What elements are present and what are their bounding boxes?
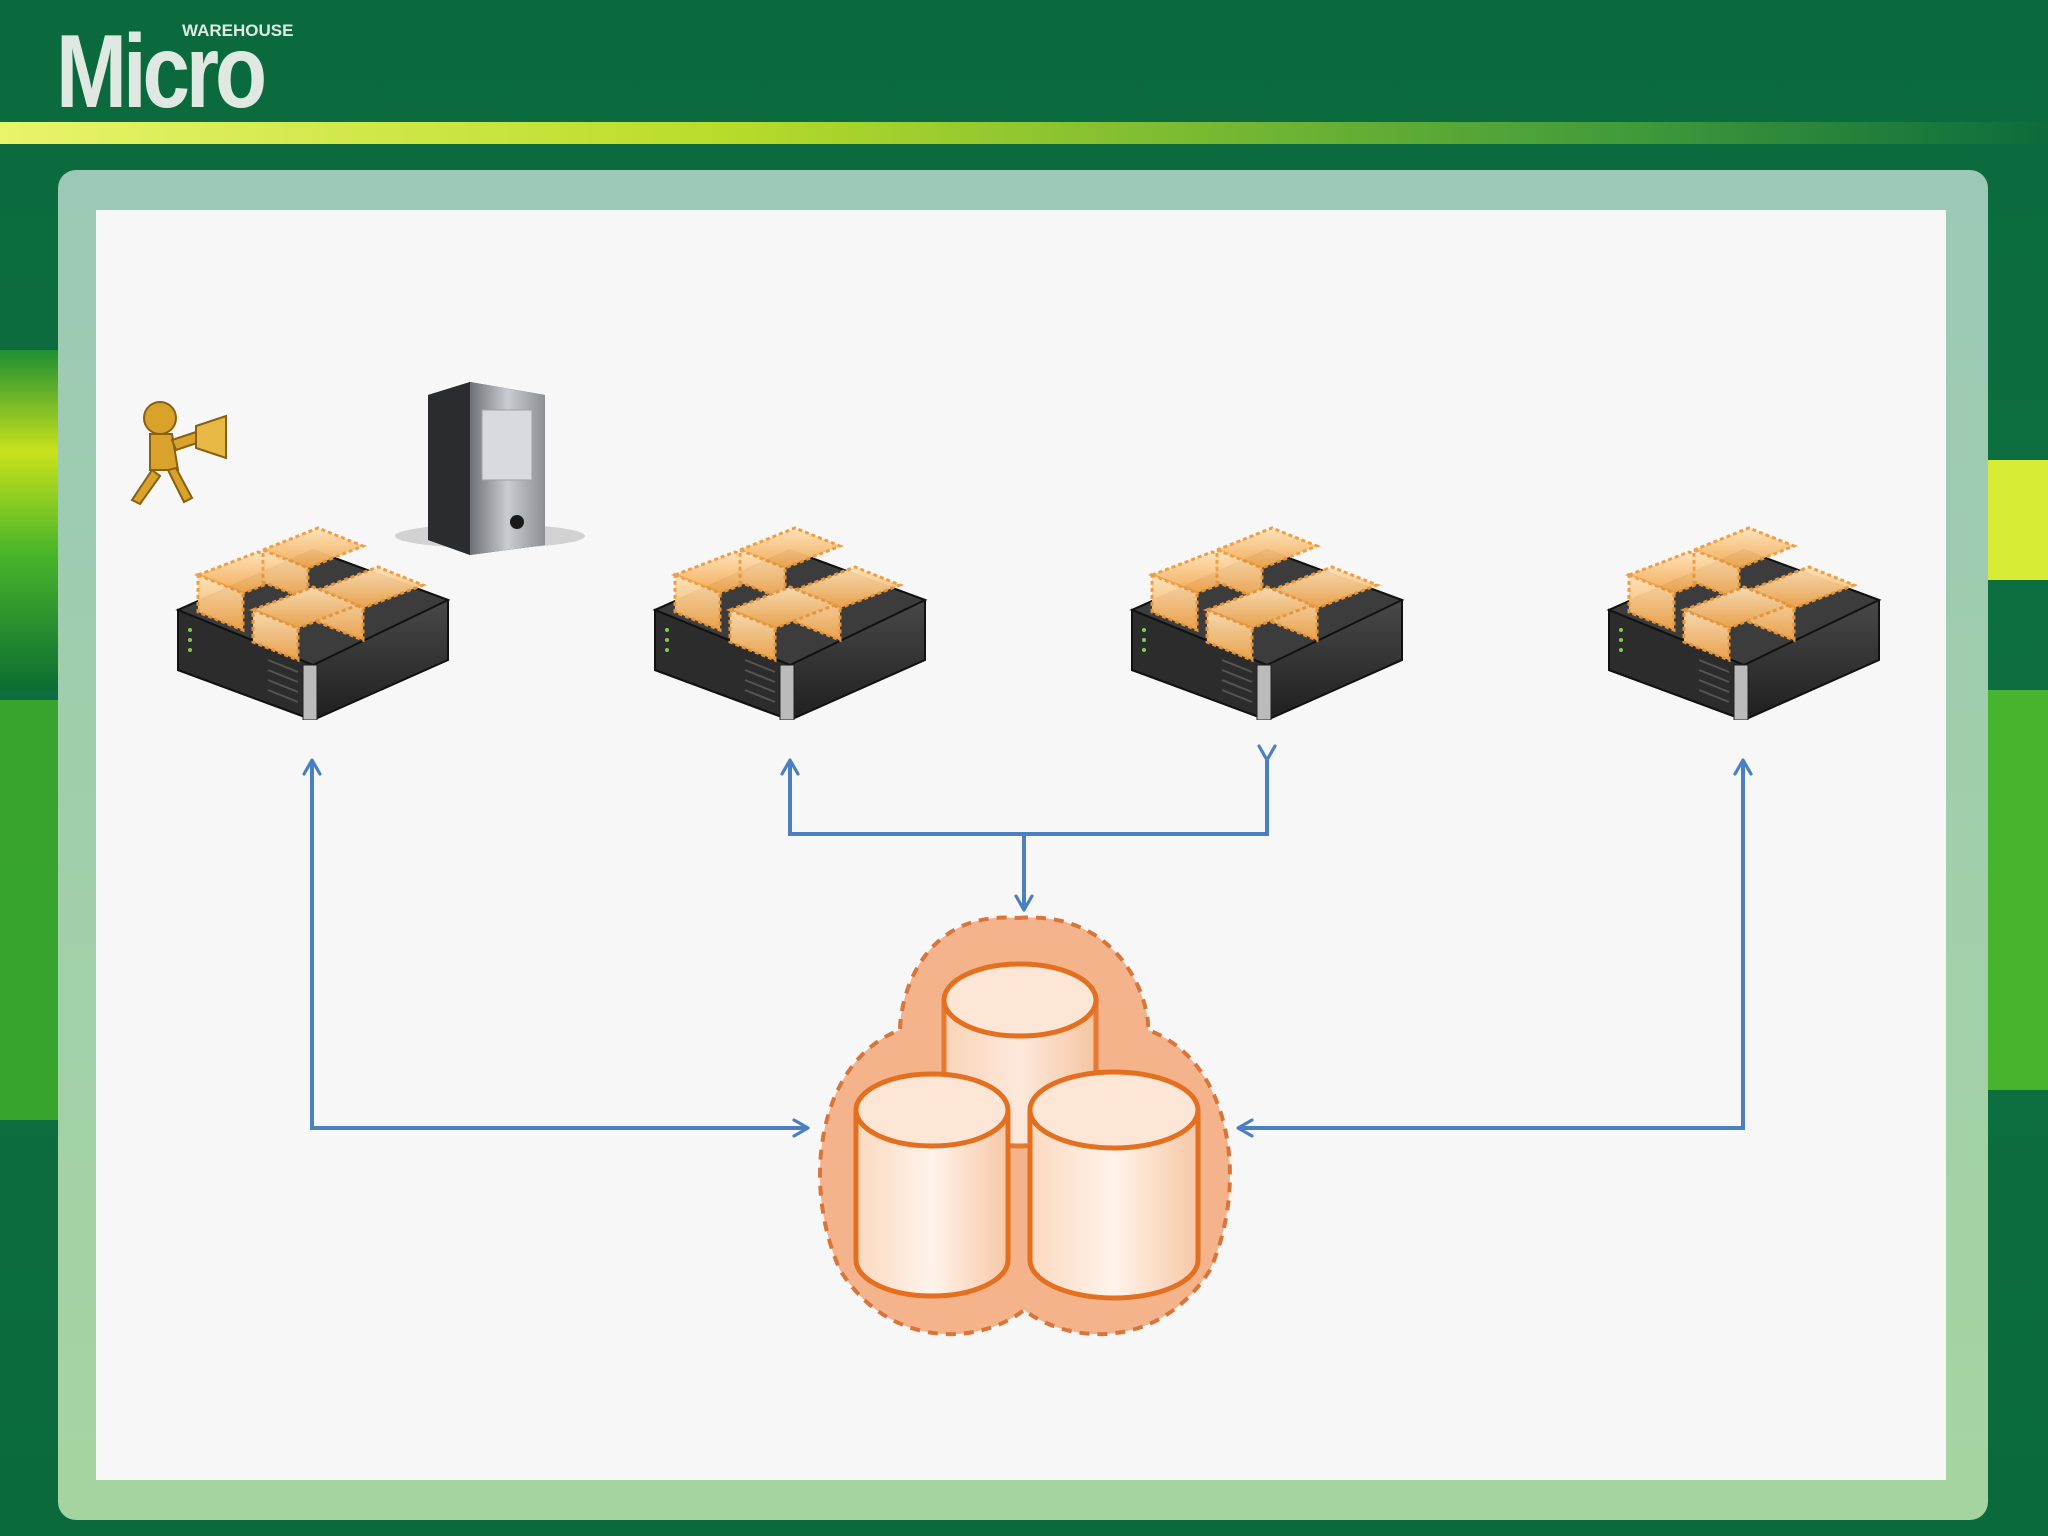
right-side-stripe-lower — [1980, 690, 2048, 1090]
connectors — [302, 744, 1753, 1138]
brand-logo: Micro — [56, 14, 267, 130]
storage-cluster-icon — [818, 915, 1232, 1337]
presenter-megaphone-icon — [130, 401, 227, 506]
link-server-1-storage — [302, 758, 810, 1138]
link-server-2-3-bus — [780, 744, 1277, 836]
brand-tagline: WAREHOUSE — [182, 21, 294, 40]
right-side-stripe — [1980, 460, 2048, 580]
link-server-4-storage — [1236, 758, 1753, 1138]
header-accent-bar — [0, 122, 2048, 144]
tower-pc-icon — [395, 382, 585, 555]
